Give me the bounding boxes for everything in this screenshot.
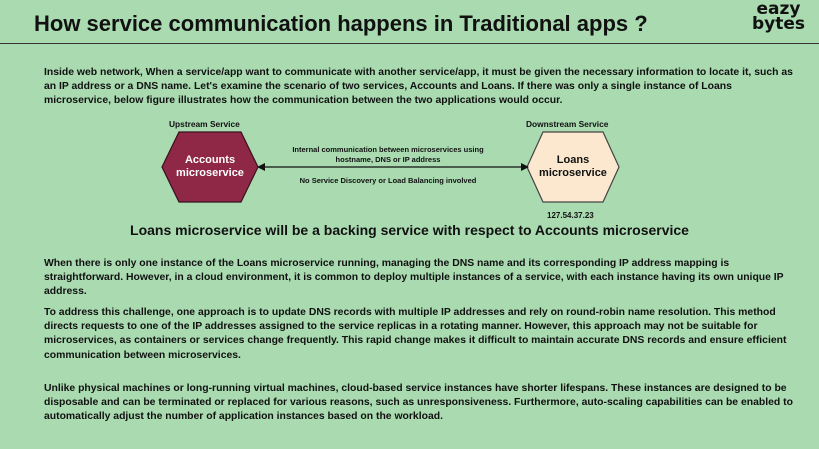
paragraph-2: To address this challenge, one approach …: [44, 307, 787, 361]
accounts-microservice-label: Accounts microservice: [176, 154, 244, 179]
logo-line-2: bytes: [752, 14, 806, 34]
page-title: How service communication happens in Tra…: [34, 11, 648, 36]
downstream-service-label: Downstream Service: [526, 119, 609, 129]
upstream-service-label: Upstream Service: [169, 119, 240, 129]
paragraph-3: Unlike physical machines or long-running…: [44, 383, 793, 423]
arrow-top-label: Internal communication between microserv…: [292, 145, 484, 164]
arrow-left-head: [257, 163, 265, 171]
eazybytes-logo: eazy bytes: [752, 0, 806, 34]
loans-ip-address: 127.54.37.23: [547, 211, 594, 220]
bidirectional-arrow: [257, 163, 529, 171]
backing-service-heading: Loans microservice will be a backing ser…: [130, 222, 689, 238]
header-divider: [0, 43, 819, 44]
paragraph-1: When there is only one instance of the L…: [44, 258, 784, 298]
arrow-bottom-label: No Service Discovery or Load Balancing i…: [299, 176, 477, 185]
loans-microservice-label: Loans microservice: [539, 154, 607, 179]
arrow-right-head: [521, 163, 529, 171]
intro-paragraph: Inside web network, When a service/app w…: [44, 67, 793, 107]
accounts-hexagon-shape: [161, 131, 259, 203]
logo-line-1: eazy: [756, 0, 801, 19]
accounts-microservice-hexagon: [161, 131, 259, 203]
